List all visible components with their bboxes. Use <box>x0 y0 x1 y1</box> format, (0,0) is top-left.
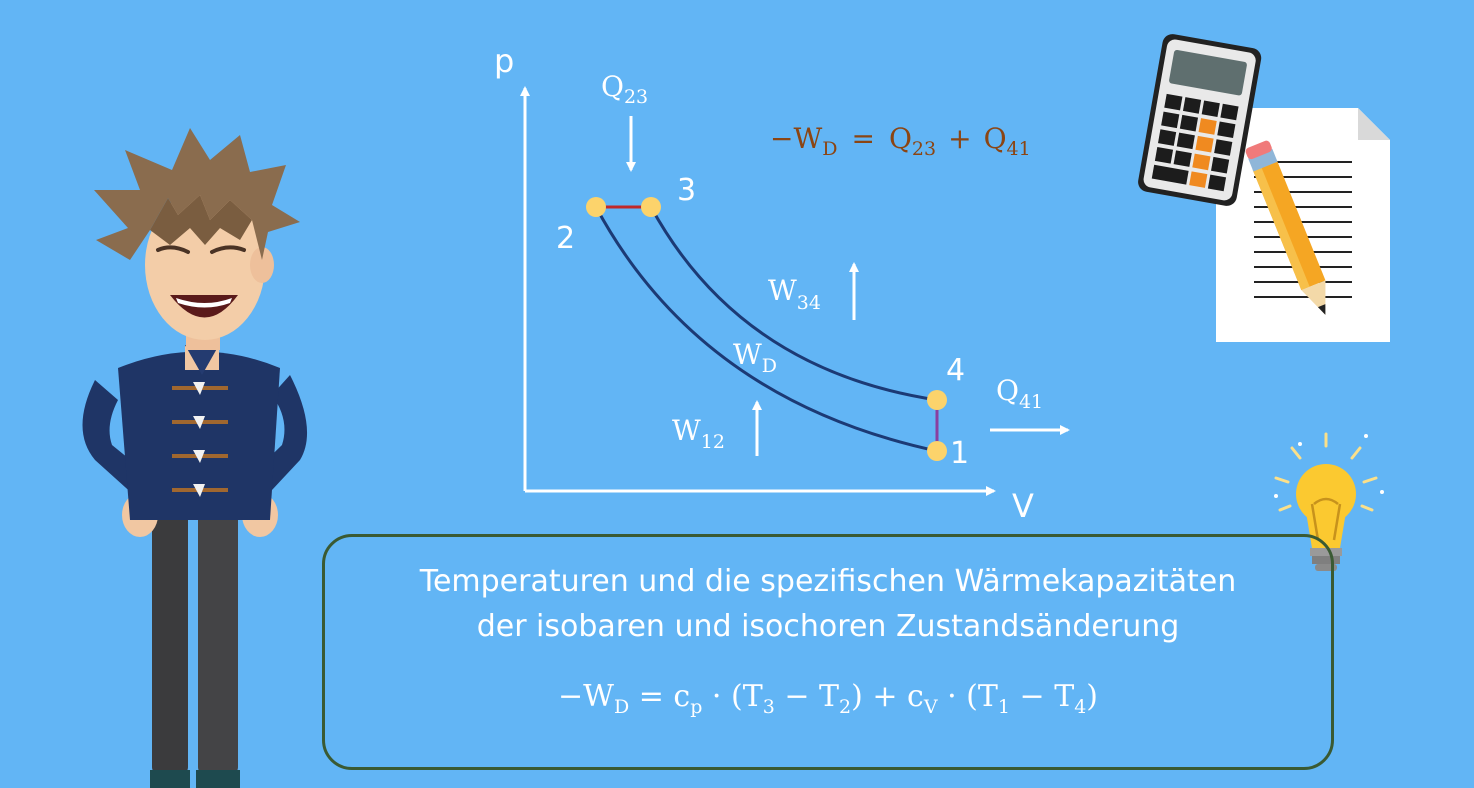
calculator-icon <box>1138 34 1262 206</box>
info-line-2: der isobaren und isochoren Zustandsänder… <box>476 609 1180 644</box>
work-equation: −WD=Q23+Q41 <box>770 122 1031 160</box>
info-box: Temperaturen und die spezifischen Wärmek… <box>322 534 1334 770</box>
pencil-icon <box>1245 140 1326 315</box>
character-right-leg <box>198 505 238 775</box>
character-left-leg <box>152 505 188 775</box>
point-label-2: 2 <box>556 221 575 256</box>
curve-2-1 <box>594 206 938 453</box>
cartoon-character <box>82 128 308 788</box>
info-line-1: Temperaturen und die spezifischen Wärmek… <box>419 564 1237 599</box>
state-point-2 <box>586 197 606 217</box>
heat-capacity-formula: −WD = cp · (T3 − T2) + cV · (T1 − T4) <box>557 679 1099 718</box>
curve-3-4 <box>649 206 938 402</box>
w34-label: W34 <box>768 274 821 314</box>
wd-label: WD <box>733 338 777 377</box>
info-description: Temperaturen und die spezifischen Wärmek… <box>325 559 1331 649</box>
state-point-3 <box>641 197 661 217</box>
point-label-1: 1 <box>950 436 969 471</box>
q41-label: Q41 <box>996 374 1043 413</box>
state-point-4 <box>927 390 947 410</box>
x-axis-label: V <box>1012 487 1034 525</box>
w12-label: W12 <box>672 414 725 453</box>
y-axis-label: p <box>494 42 514 80</box>
point-label-4: 4 <box>946 353 965 388</box>
character-jacket <box>118 351 280 520</box>
pv-diagram: p V 2 3 4 1 Q23 W34 WD W12 Q41 −WD=Q23+Q… <box>494 42 1070 525</box>
point-label-3: 3 <box>677 173 696 208</box>
state-point-1 <box>927 441 947 461</box>
q23-label: Q23 <box>601 70 648 108</box>
character-hair <box>94 128 300 260</box>
